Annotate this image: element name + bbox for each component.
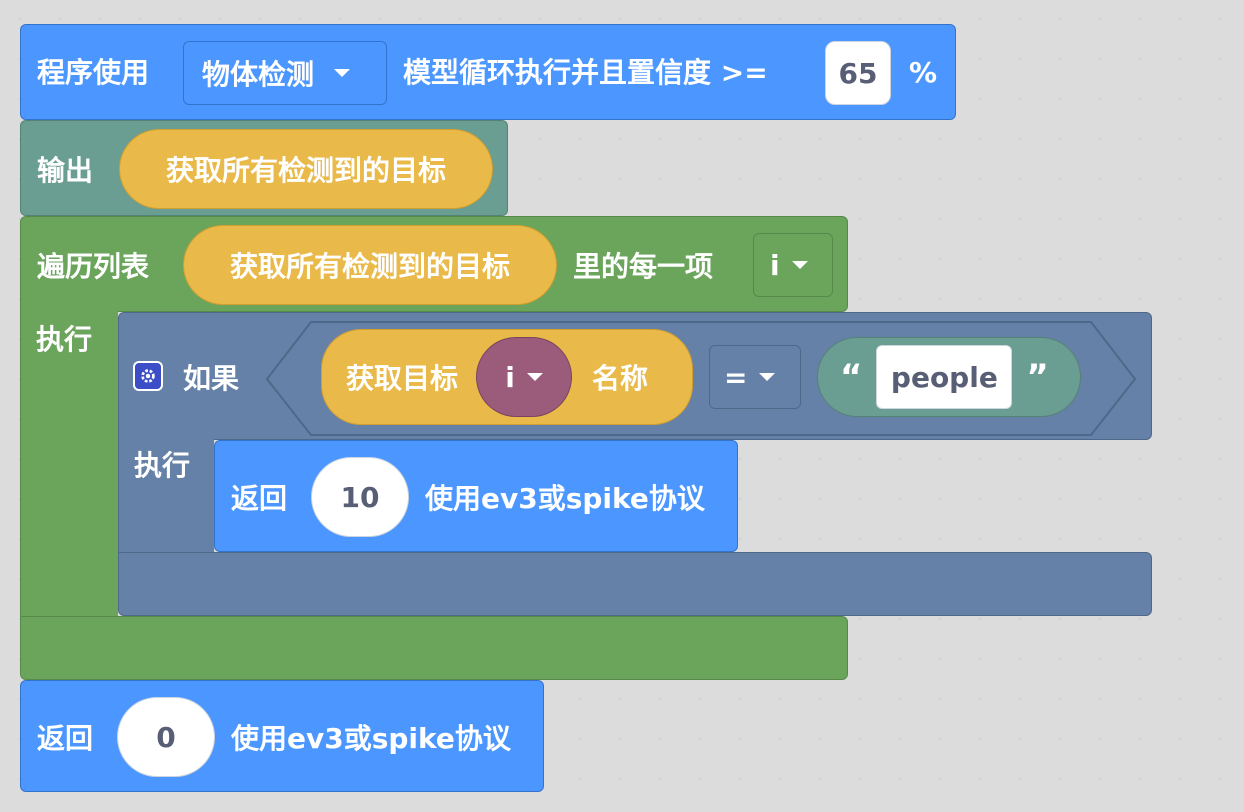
get-all-targets-reporter[interactable]: 获取所有检测到的目标 — [119, 129, 493, 209]
open-quote-icon: “ — [840, 357, 863, 397]
target-var-dropdown[interactable]: i — [476, 337, 573, 417]
target-var-label: i — [505, 360, 515, 394]
if-block[interactable]: 如果 获取目标 i 名称 = “ people ” — [118, 312, 1152, 440]
operator-label: = — [724, 360, 748, 394]
close-quote-icon: ” — [1026, 357, 1049, 397]
return-outer-prefix: 返回 — [37, 722, 94, 755]
output-block[interactable]: 输出 获取所有检测到的目标 — [20, 120, 508, 216]
run-model-prefix: 程序使用 — [37, 56, 150, 89]
get-target-label: 获取目标 — [346, 362, 459, 395]
foreach-var-dropdown[interactable]: i — [753, 233, 833, 297]
model-dropdown-label: 物体检测 — [202, 58, 315, 91]
run-model-middle: 模型循环执行并且置信度 >= — [403, 56, 768, 89]
chevron-down-icon — [759, 373, 776, 381]
foreach-loop-block[interactable]: 遍历列表 获取所有检测到的目标 里的每一项 i — [20, 216, 848, 312]
operator-dropdown[interactable]: = — [709, 345, 801, 409]
if-do-label: 执行 — [134, 449, 191, 482]
string-literal[interactable]: “ people ” — [817, 337, 1081, 417]
foreach-do-label: 执行 — [36, 323, 93, 356]
foreach-loop-footer — [20, 616, 848, 680]
gear-glyph — [141, 369, 155, 383]
chevron-down-icon — [791, 261, 808, 269]
foreach-list-reporter[interactable]: 获取所有检测到的目标 — [183, 225, 557, 305]
run-model-block[interactable]: 程序使用 物体检测 模型循环执行并且置信度 >= 65 % — [20, 24, 956, 120]
return-outer-block[interactable]: 返回 0 使用ev3或spike协议 — [20, 680, 544, 792]
output-label: 输出 — [37, 154, 94, 187]
return-outer-suffix: 使用ev3或spike协议 — [231, 722, 511, 755]
return-inner-prefix: 返回 — [231, 482, 288, 515]
percent-label: % — [909, 56, 938, 89]
foreach-var-label: i — [770, 248, 780, 282]
return-inner-value-input[interactable]: 10 — [311, 457, 409, 537]
gear-icon[interactable] — [133, 361, 163, 391]
chevron-down-icon — [526, 373, 543, 381]
get-target-property-reporter[interactable]: 获取目标 i 名称 — [321, 329, 693, 425]
foreach-loop-arm — [20, 306, 118, 626]
chevron-down-icon — [334, 69, 351, 77]
return-inner-block[interactable]: 返回 10 使用ev3或spike协议 — [214, 440, 738, 552]
model-dropdown[interactable]: 物体检测 — [183, 41, 387, 105]
if-block-footer — [118, 552, 1152, 616]
return-inner-suffix: 使用ev3或spike协议 — [425, 482, 705, 515]
confidence-input[interactable]: 65 — [825, 41, 891, 105]
if-label: 如果 — [183, 362, 240, 395]
if-block-arm — [118, 434, 214, 558]
string-value-input[interactable]: people — [876, 345, 1013, 409]
return-outer-value-input[interactable]: 0 — [117, 697, 215, 777]
foreach-prefix: 遍历列表 — [37, 250, 150, 283]
foreach-middle: 里的每一项 — [573, 250, 714, 283]
property-label: 名称 — [592, 362, 649, 395]
